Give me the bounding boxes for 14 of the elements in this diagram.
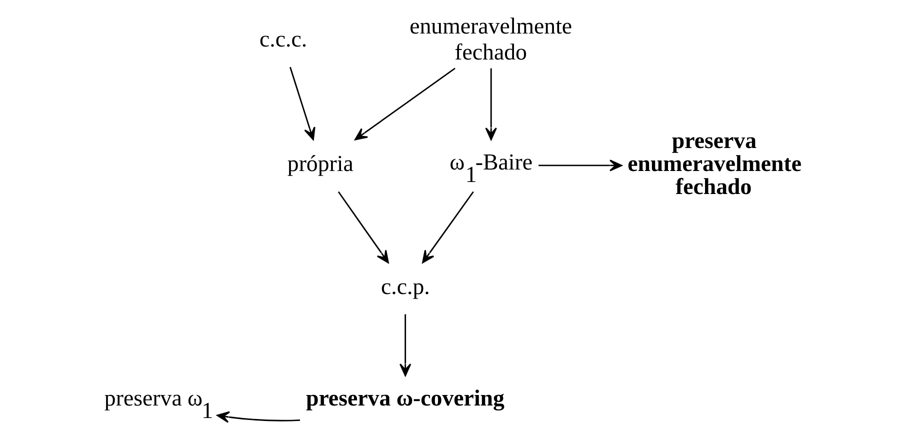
arrow	[484, 68, 496, 140]
arrow	[354, 68, 455, 140]
arrow	[289, 66, 315, 140]
arrow	[422, 191, 474, 264]
node-text: c.c.p.	[380, 274, 430, 299]
arrow	[538, 160, 622, 172]
node-text: preserva ω-covering	[305, 385, 504, 410]
arrow	[216, 411, 300, 423]
node-text: c.c.c.	[259, 26, 307, 52]
arrow	[337, 191, 388, 264]
node-text: preserva enumeravelmente fechado	[627, 128, 802, 199]
node-text: própria	[286, 150, 353, 176]
arrow	[398, 314, 411, 376]
node-text: enumeravelmente fechado	[409, 14, 572, 64]
